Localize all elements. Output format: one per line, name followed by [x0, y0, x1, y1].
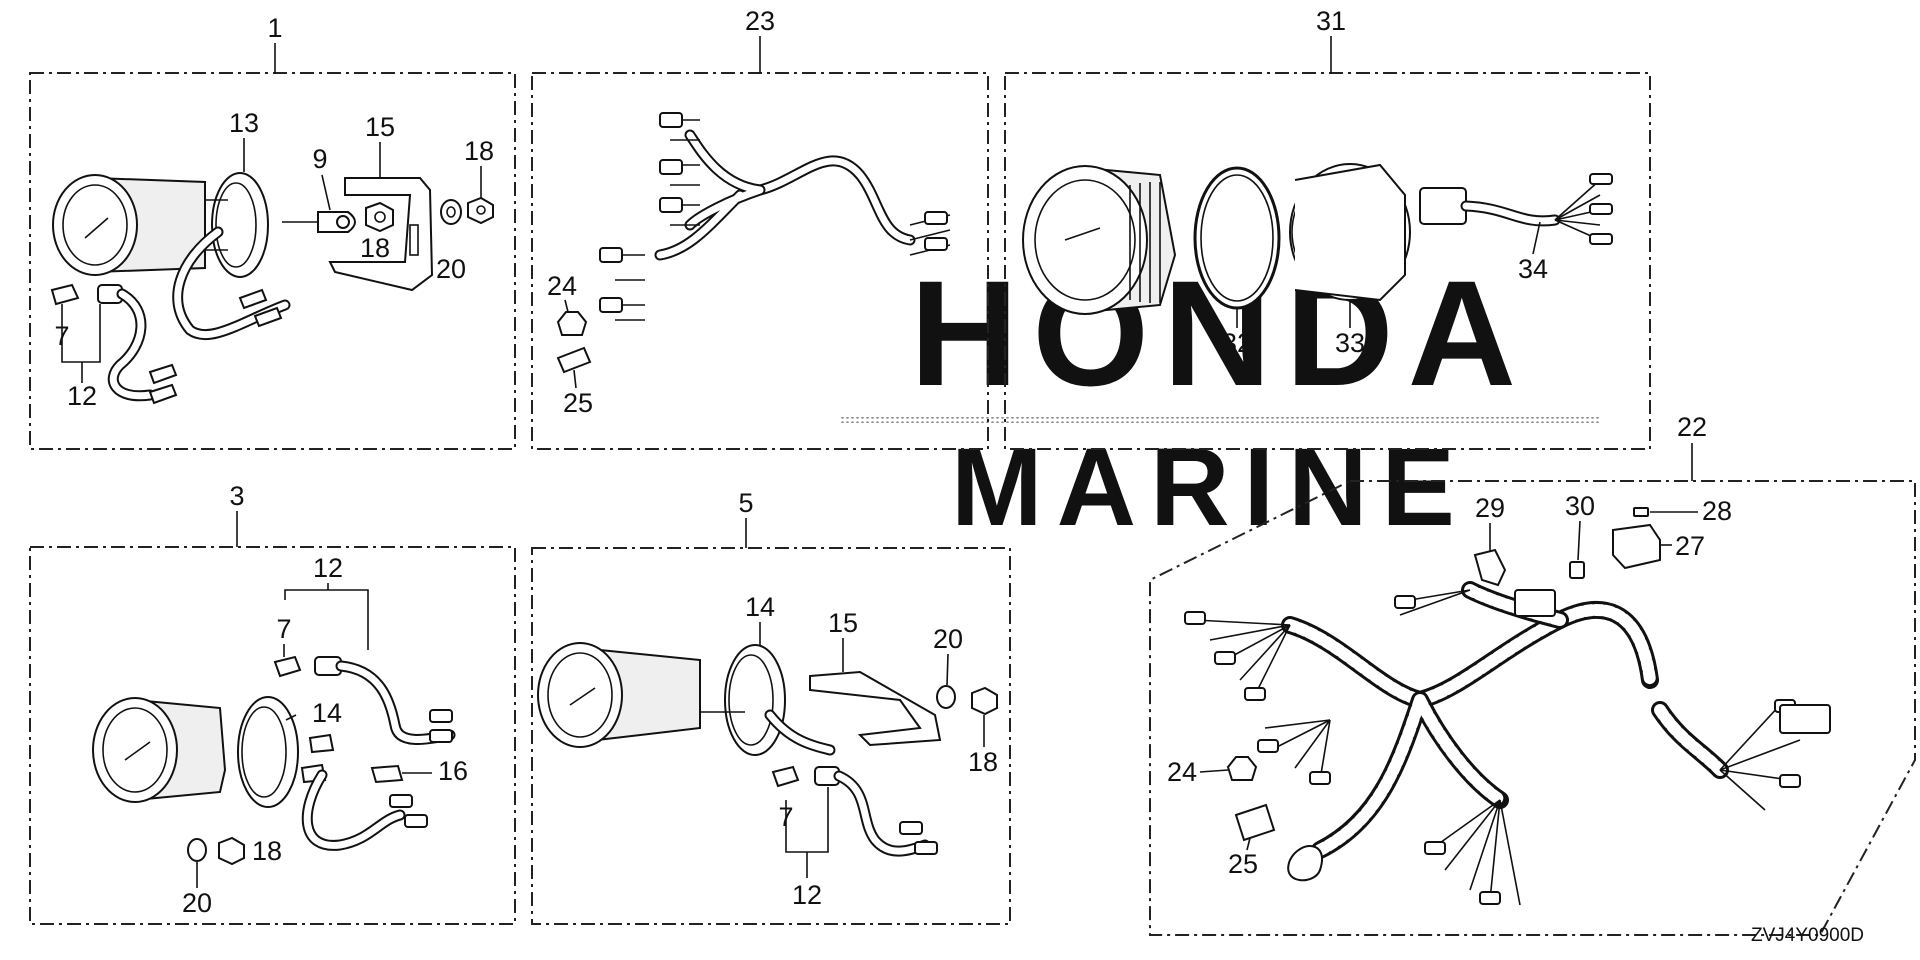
- group-23-labels: 24 25: [547, 271, 593, 418]
- callout-12e: 12: [792, 880, 822, 910]
- callout-29: 29: [1475, 493, 1505, 523]
- callout-20: 20: [436, 254, 466, 284]
- callout-16c: 16: [438, 756, 468, 786]
- group-label-5: 5: [738, 488, 753, 518]
- callout-9: 9: [312, 144, 327, 174]
- callout-18b: 18: [464, 136, 494, 166]
- callout-30: 30: [1565, 491, 1595, 521]
- callout-20c: 20: [182, 888, 212, 918]
- callout-20e: 20: [933, 624, 963, 654]
- callout-18c: 18: [252, 836, 282, 866]
- drawing-code: ZVJ4Y0900D: [1751, 925, 1864, 946]
- group-3-artwork: [92, 655, 456, 866]
- group-label-31: 31: [1316, 6, 1346, 36]
- callout-28: 28: [1702, 496, 1732, 526]
- group-label-23: 23: [745, 6, 775, 36]
- callout-33: 33: [1335, 328, 1365, 358]
- watermark-line2: MARINE: [951, 426, 1469, 549]
- callout-15e: 15: [828, 608, 858, 638]
- group-1-artwork: [50, 172, 494, 405]
- callout-12: 12: [67, 381, 97, 411]
- group-1-labels: 13 9 15 18 18 20 7 12: [54, 108, 494, 411]
- callout-24: 24: [547, 271, 577, 301]
- callout-14e: 14: [745, 592, 775, 622]
- callout-7c: 7: [276, 614, 291, 644]
- group-box-31: [1004, 72, 1651, 450]
- callout-34: 34: [1518, 254, 1548, 284]
- callout-12c: 12: [313, 553, 343, 583]
- group-22-labels: 29 30 28 27 24 25: [1167, 491, 1732, 879]
- callout-24b: 24: [1167, 757, 1197, 787]
- callout-18e: 18: [968, 747, 998, 777]
- callout-18a: 18: [360, 233, 390, 263]
- callout-27: 27: [1675, 531, 1705, 561]
- group-labels: 1 23 31 22 3 5: [229, 6, 1707, 548]
- group-label-22: 22: [1677, 412, 1707, 442]
- callout-14c: 14: [312, 698, 342, 728]
- group-31-labels: 32 33 34: [1222, 221, 1548, 358]
- callout-15: 15: [365, 112, 395, 142]
- group-box-1: [29, 72, 516, 450]
- group-label-3: 3: [229, 481, 244, 511]
- group-22-artwork: [1184, 507, 1831, 906]
- group-box-5: [531, 547, 1011, 925]
- callout-25b: 25: [1228, 849, 1258, 879]
- group-3-labels: 12 7 14 16 18 20: [182, 553, 468, 918]
- group-label-1: 1: [267, 13, 282, 43]
- group-5-artwork: [537, 642, 998, 857]
- group-5-labels: 14 15 20 18 7 12: [745, 592, 998, 910]
- group-31-artwork: [1022, 163, 1613, 315]
- callout-32: 32: [1222, 328, 1252, 358]
- callout-25: 25: [563, 388, 593, 418]
- group-23-artwork: [556, 112, 951, 374]
- callout-13: 13: [229, 108, 259, 138]
